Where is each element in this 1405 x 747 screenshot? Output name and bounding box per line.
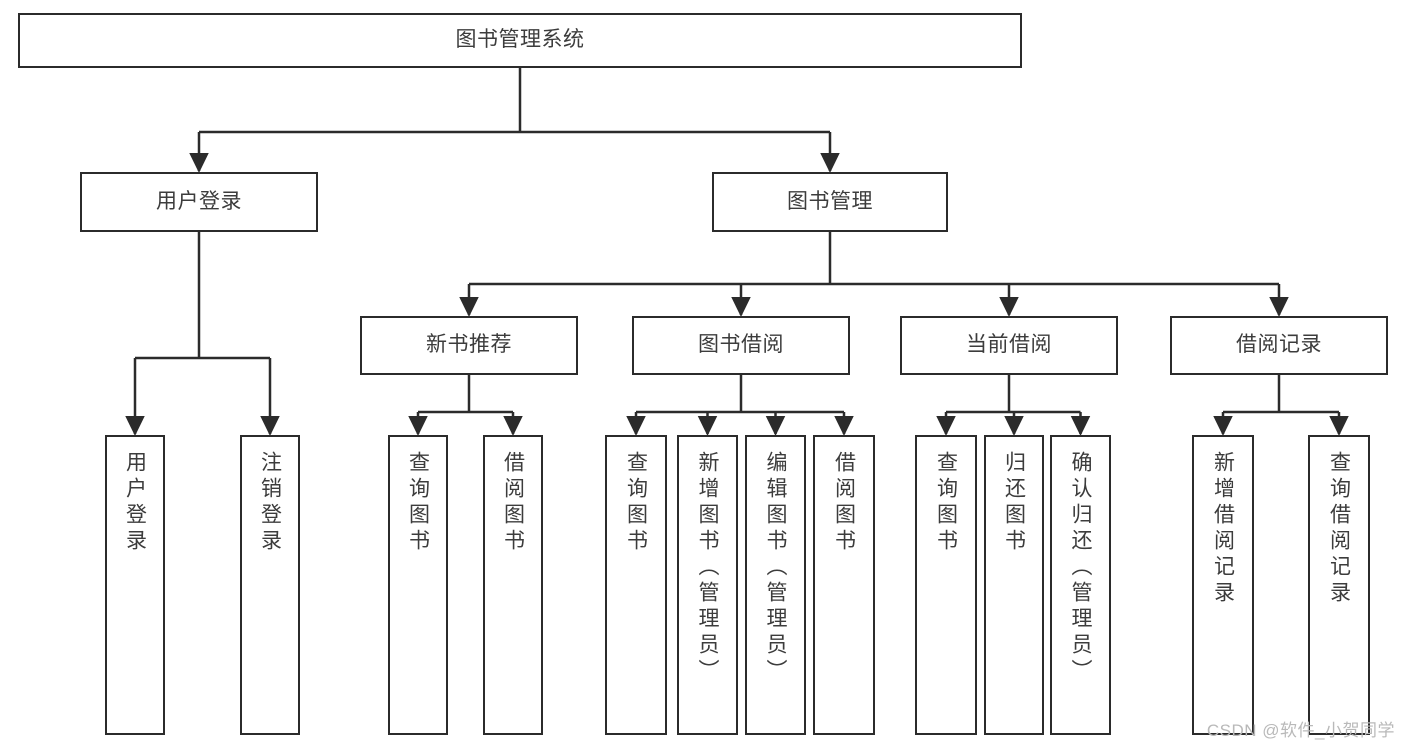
node-label: 查询图书 (406, 451, 430, 555)
node-label: 归还图书 (1002, 451, 1026, 555)
node-label: 新书推荐 (426, 333, 512, 357)
node-label: 用户登录 (156, 189, 242, 213)
node-label: 查询借阅记录 (1327, 451, 1351, 607)
node-leaf-query-book-3[interactable]: 查询图书 (915, 435, 977, 735)
node-label: 新增图书（管理员） (696, 451, 719, 685)
watermark-text: CSDN @软件_小贺同学 (1206, 721, 1395, 740)
node-leaf-confirm-ret[interactable]: 确认归还（管理员） (1050, 435, 1111, 735)
node-leaf-query-book-2[interactable]: 查询图书 (605, 435, 667, 735)
node-label: 新增借阅记录 (1211, 451, 1235, 607)
node-leaf-add-book[interactable]: 新增图书（管理员） (677, 435, 738, 735)
node-leaf-borrow-book-1[interactable]: 借阅图书 (483, 435, 543, 735)
node-label: 查询图书 (624, 451, 648, 555)
node-label: 确认归还（管理员） (1069, 451, 1092, 685)
node-root[interactable]: 图书管理系统 (18, 13, 1022, 68)
node-label: 注销登录 (258, 451, 282, 555)
node-leaf-return-book[interactable]: 归还图书 (984, 435, 1044, 735)
node-label: 查询图书 (934, 451, 958, 555)
node-label: 编辑图书（管理员） (764, 451, 787, 685)
node-label: 借阅图书 (832, 451, 856, 555)
node-leaf-query-record[interactable]: 查询借阅记录 (1308, 435, 1370, 735)
node-leaf-user-logout[interactable]: 注销登录 (240, 435, 300, 735)
node-user-login[interactable]: 用户登录 (80, 172, 318, 232)
node-label: 图书借阅 (698, 333, 784, 357)
node-label: 借阅图书 (501, 451, 525, 555)
node-new-book-rec[interactable]: 新书推荐 (360, 316, 578, 375)
node-borrow-record[interactable]: 借阅记录 (1170, 316, 1388, 375)
node-label: 用户登录 (123, 451, 147, 555)
node-leaf-query-book-1[interactable]: 查询图书 (388, 435, 448, 735)
node-book-manage[interactable]: 图书管理 (712, 172, 948, 232)
node-leaf-add-record[interactable]: 新增借阅记录 (1192, 435, 1254, 735)
node-label: 图书管理系统 (455, 28, 585, 52)
node-current-borrow[interactable]: 当前借阅 (900, 316, 1118, 375)
node-leaf-edit-book[interactable]: 编辑图书（管理员） (745, 435, 806, 735)
node-leaf-user-login[interactable]: 用户登录 (105, 435, 165, 735)
node-leaf-borrow-book-2[interactable]: 借阅图书 (813, 435, 875, 735)
node-book-borrow[interactable]: 图书借阅 (632, 316, 850, 375)
node-label: 当前借阅 (966, 333, 1052, 357)
node-label: 借阅记录 (1236, 333, 1322, 357)
node-label: 图书管理 (787, 189, 873, 213)
